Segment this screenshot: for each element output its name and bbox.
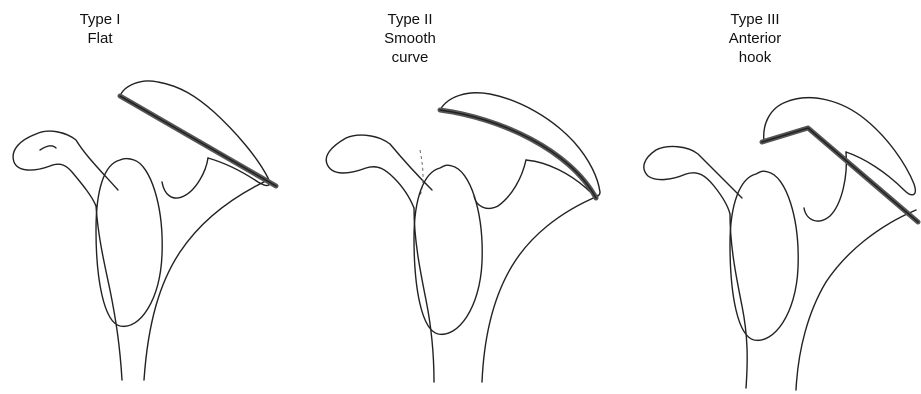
scapula-neck-type-2 xyxy=(414,208,434,382)
spine-base-type-2 xyxy=(474,160,526,208)
scapula-body-type-2 xyxy=(482,196,598,382)
glenoid-type-1 xyxy=(96,159,162,327)
acromion-line-type-3 xyxy=(762,128,918,222)
coracoid-type-3 xyxy=(644,147,742,214)
scapula-body-type-1 xyxy=(144,180,268,380)
scapula-neck-type-3 xyxy=(730,214,747,388)
coracoid-type-2 xyxy=(326,135,432,208)
scapula-type-2 xyxy=(326,93,600,382)
acromion-line-core-type-3 xyxy=(762,128,918,222)
scapula-body-type-3 xyxy=(796,210,916,390)
spine-base-type-3 xyxy=(804,152,846,221)
scapula-type-3 xyxy=(644,98,918,390)
acromion-line-type-2 xyxy=(440,110,596,198)
scapula-neck-type-1 xyxy=(96,206,122,380)
acromion-type-3 xyxy=(764,98,916,195)
glenoid-type-2 xyxy=(414,165,482,334)
scapula-type-1 xyxy=(13,81,276,380)
coracoid-detail-type-1 xyxy=(40,146,56,150)
acromion-line-core-type-2 xyxy=(440,110,596,198)
spine-base-type-1 xyxy=(162,158,208,198)
coracoid-type-1 xyxy=(13,131,118,206)
acromion-type-2 xyxy=(440,93,600,196)
acromion-line-core-type-1 xyxy=(120,96,276,186)
